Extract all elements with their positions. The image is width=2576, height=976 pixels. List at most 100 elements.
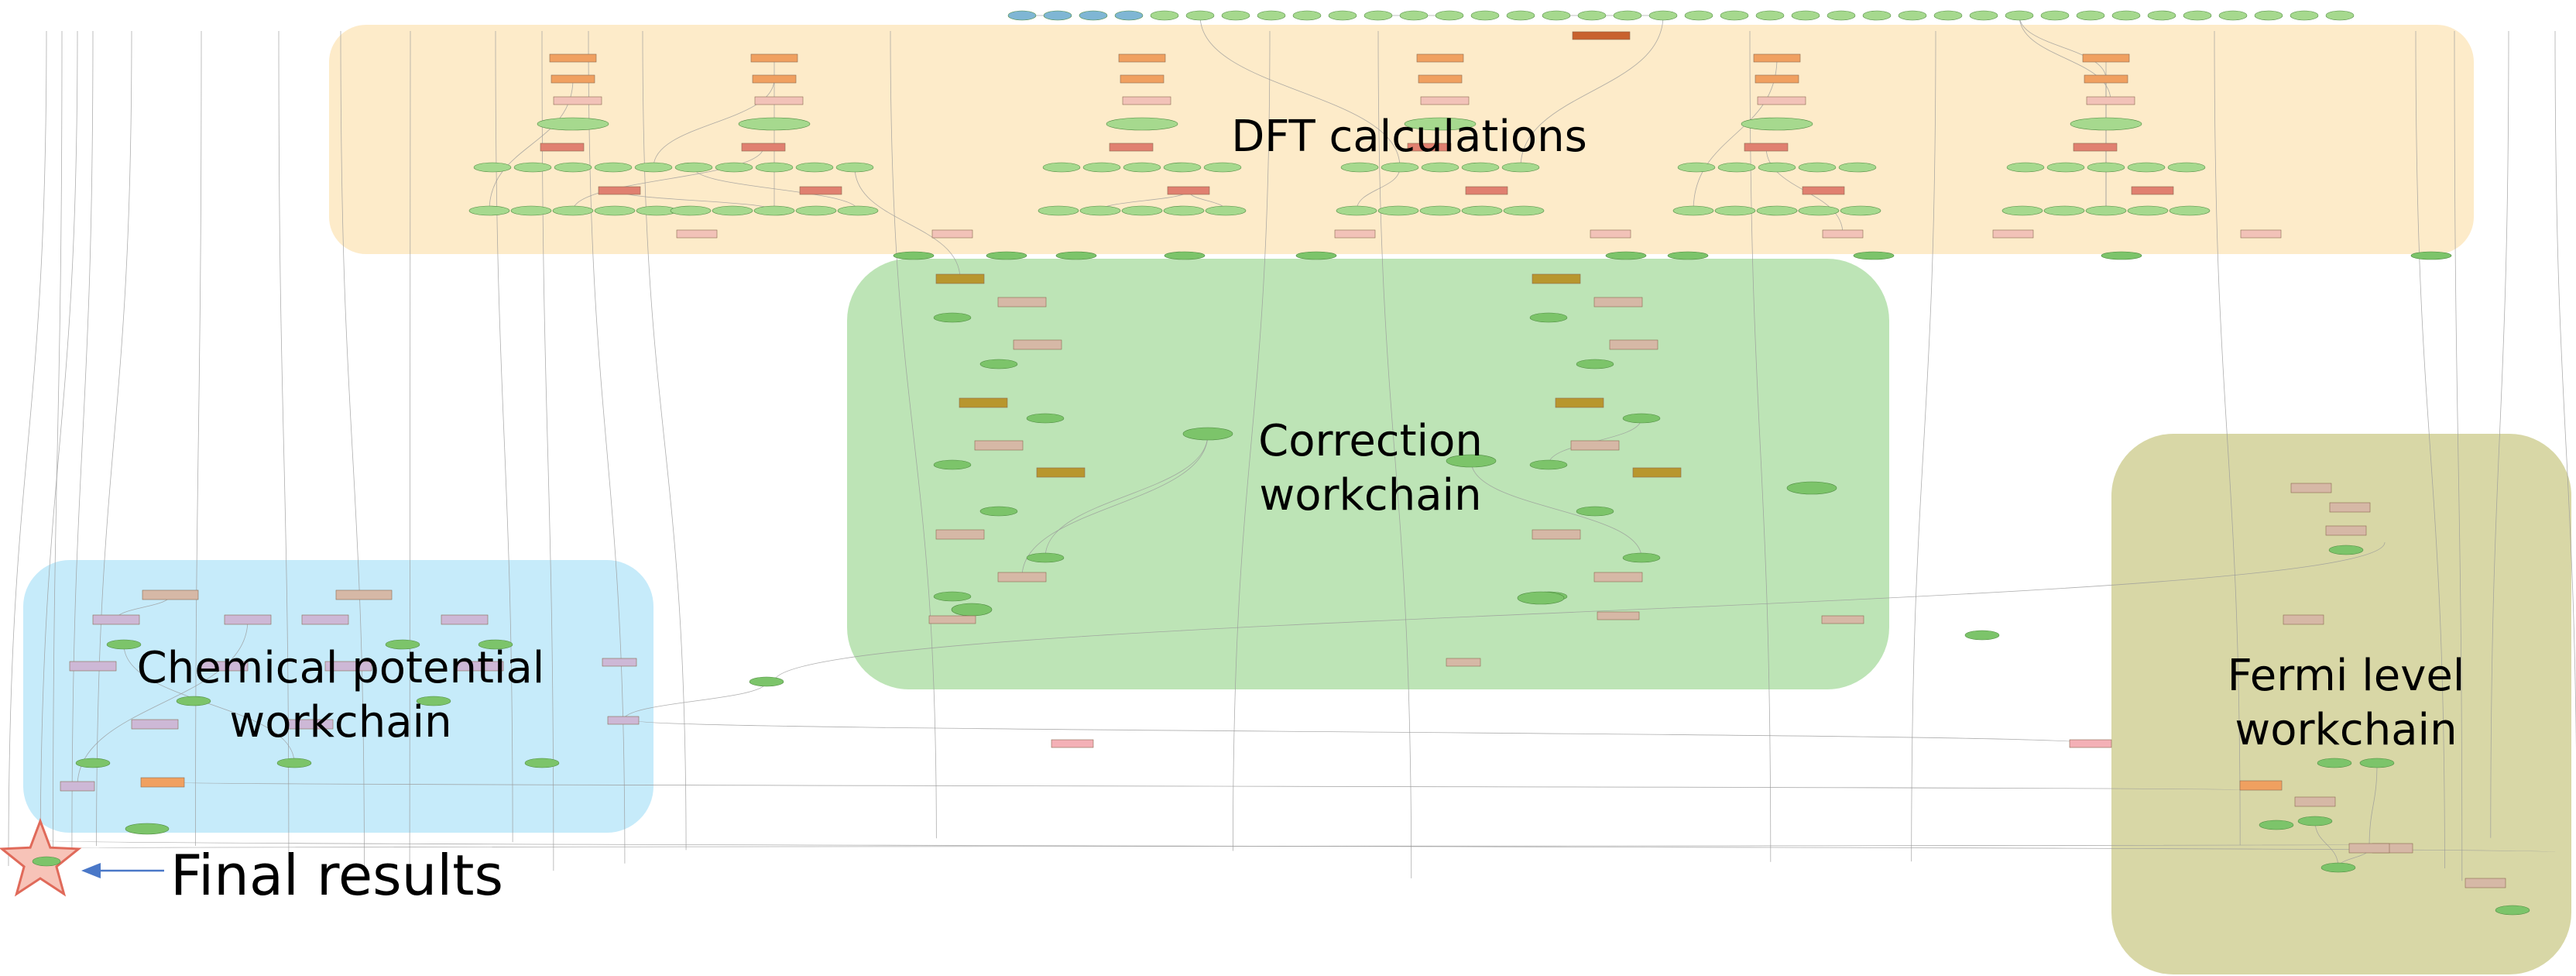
calculation-node bbox=[1167, 186, 1210, 195]
data-node bbox=[1038, 205, 1079, 216]
data-node bbox=[1501, 162, 1540, 173]
graph-edge bbox=[71, 30, 94, 851]
calculation-node bbox=[1407, 143, 1452, 152]
graph-edge bbox=[2314, 820, 2339, 868]
calculation-node bbox=[286, 719, 334, 730]
data-node bbox=[1257, 10, 1286, 21]
data-node bbox=[979, 359, 1018, 369]
calculation-node bbox=[549, 53, 597, 63]
calculation-node bbox=[1120, 74, 1165, 84]
data-node bbox=[1853, 251, 1895, 260]
data-node bbox=[738, 117, 811, 131]
data-node bbox=[1622, 552, 1661, 563]
graph-edge bbox=[890, 30, 937, 839]
data-node bbox=[2040, 10, 2070, 21]
calculation-node bbox=[2294, 796, 2336, 807]
data-node bbox=[1328, 10, 1357, 21]
data-node bbox=[1007, 10, 1037, 21]
data-node bbox=[478, 639, 513, 650]
data-node bbox=[2006, 162, 2045, 173]
data-node bbox=[554, 162, 592, 173]
data-node bbox=[552, 205, 594, 216]
calculation-node bbox=[997, 572, 1047, 583]
data-node bbox=[1613, 10, 1642, 21]
data-node bbox=[2127, 162, 2166, 173]
calculation-node bbox=[928, 615, 976, 624]
calculation-node bbox=[1609, 339, 1658, 350]
dft-calculations-region bbox=[329, 25, 2474, 254]
calculation-node bbox=[540, 143, 585, 152]
calculation-node bbox=[1753, 53, 1801, 63]
data-node bbox=[2101, 251, 2142, 260]
data-node bbox=[2076, 10, 2105, 21]
data-node bbox=[1862, 10, 1892, 21]
graph-edge bbox=[1520, 15, 1664, 168]
calculation-node bbox=[754, 96, 804, 105]
data-node bbox=[1123, 162, 1161, 173]
data-node bbox=[1720, 10, 1749, 21]
data-node bbox=[1340, 162, 1379, 173]
calculation-node bbox=[2325, 525, 2367, 536]
calculation-node bbox=[1036, 467, 1086, 478]
graph-edges bbox=[8, 15, 2576, 881]
graph-edge bbox=[1377, 30, 1412, 878]
data-node bbox=[1435, 10, 1464, 21]
calculation-node bbox=[456, 661, 504, 672]
data-node bbox=[32, 856, 61, 867]
data-node bbox=[2147, 10, 2176, 21]
calculation-node bbox=[2329, 502, 2371, 513]
data-node bbox=[1798, 205, 1840, 216]
calculation-node bbox=[140, 777, 185, 788]
data-node bbox=[1363, 10, 1393, 21]
calculation-node bbox=[2465, 878, 2506, 888]
data-node bbox=[473, 162, 512, 173]
data-node bbox=[2087, 162, 2125, 173]
graph-edge bbox=[2019, 15, 2107, 80]
graph-edge bbox=[2490, 30, 2509, 838]
calculation-node bbox=[935, 273, 985, 284]
calculation-node bbox=[1992, 229, 2034, 239]
data-node bbox=[2127, 205, 2169, 216]
calculation-node bbox=[1597, 611, 1640, 620]
data-node bbox=[276, 758, 312, 768]
graph-edge bbox=[1693, 57, 1778, 211]
data-node bbox=[1163, 205, 1205, 216]
graph-edge bbox=[2368, 762, 2378, 849]
graph-edge bbox=[642, 30, 687, 851]
calculation-node bbox=[1532, 273, 1581, 284]
calculation-node bbox=[1754, 74, 1799, 84]
calculation-node bbox=[1420, 96, 1470, 105]
calculation-node bbox=[1118, 53, 1166, 63]
graph-edge bbox=[2019, 15, 2111, 101]
data-node bbox=[176, 696, 211, 706]
data-node bbox=[1741, 117, 1813, 131]
data-node bbox=[2218, 10, 2248, 21]
calculation-node bbox=[1744, 143, 1789, 152]
data-node bbox=[2043, 205, 2085, 216]
graph-edge bbox=[854, 167, 961, 280]
data-node bbox=[1292, 10, 1322, 21]
calculation-node bbox=[799, 186, 842, 195]
data-node bbox=[933, 312, 972, 323]
data-node bbox=[1461, 205, 1503, 216]
calculation-node bbox=[2290, 483, 2332, 493]
calculation-node bbox=[69, 661, 117, 672]
data-node bbox=[893, 251, 935, 260]
graph-edge bbox=[340, 30, 365, 874]
calculation-node bbox=[1593, 572, 1643, 583]
data-node bbox=[2495, 905, 2530, 916]
calculation-node bbox=[997, 297, 1047, 308]
data-node bbox=[674, 162, 713, 173]
data-node bbox=[1517, 591, 1565, 605]
data-node bbox=[1377, 205, 1419, 216]
calculation-node bbox=[1570, 440, 1620, 451]
calculation-node bbox=[1821, 615, 1864, 624]
data-node bbox=[1827, 10, 1856, 21]
data-node bbox=[1082, 162, 1121, 173]
calculation-node bbox=[1334, 229, 1376, 239]
data-node bbox=[1114, 10, 1144, 21]
calculation-node bbox=[131, 719, 179, 730]
calculation-node bbox=[1632, 467, 1682, 478]
data-node bbox=[1043, 10, 1072, 21]
data-node bbox=[1121, 205, 1163, 216]
